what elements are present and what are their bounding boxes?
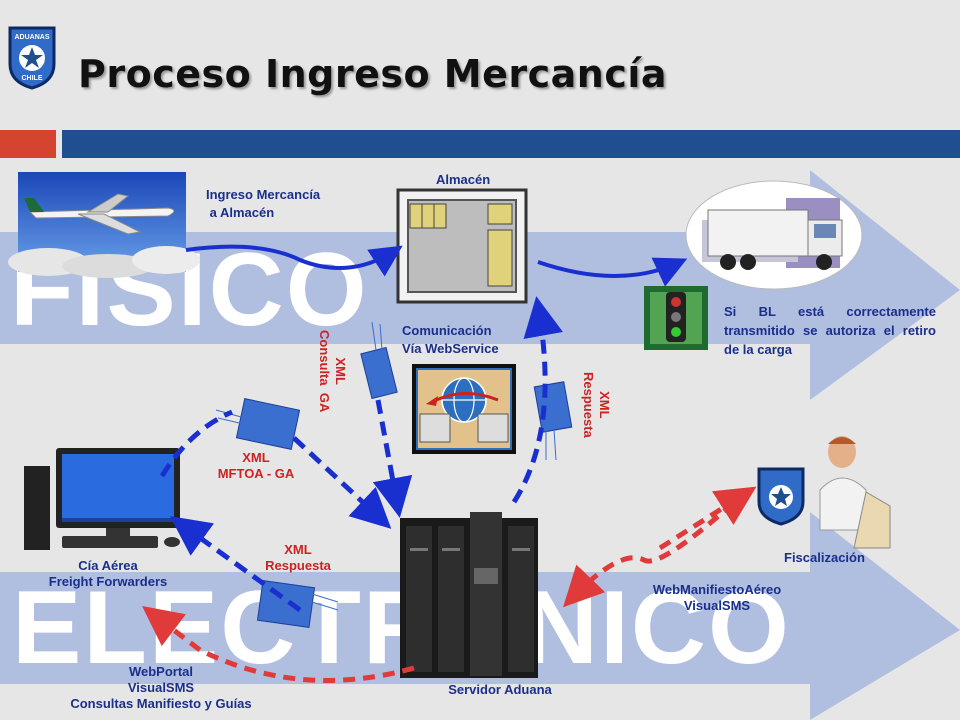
xml-respuesta-right-label: XML Respuesta	[581, 372, 612, 438]
arrow-doc-to-server	[292, 436, 392, 529]
fiscalizacion-label: Fiscalización	[784, 550, 865, 565]
page-title: Proceso Ingreso Mercancía	[78, 52, 668, 96]
electronico-band-arrowhead	[810, 512, 960, 720]
truck-image	[685, 180, 863, 290]
traffic-light-icon	[644, 286, 708, 350]
ingreso-label: Ingreso Mercancía a Almacén	[206, 187, 321, 220]
xml-doc-mftoa-icon	[215, 398, 301, 450]
arrow-plane-to-warehouse	[185, 244, 403, 277]
operator-person-icon	[819, 436, 891, 549]
xml-respuesta-left-label: XML Respuesta	[265, 542, 331, 573]
header-bar-red	[0, 130, 56, 158]
arrow-computer-to-doc	[159, 409, 233, 478]
comunicacion-label: Comunicación Vía WebService	[402, 323, 499, 356]
cia-aerea-label: Cía Aérea Freight Forwarders	[48, 558, 168, 589]
xml-consulta-label: XML Consulta GA	[317, 330, 348, 413]
computer-icon	[24, 448, 180, 550]
arrow-server-to-computer	[169, 516, 302, 613]
svg-text:ADUANAS: ADUANAS	[15, 34, 50, 41]
arrow-fiscalizacion-red-head	[658, 486, 757, 551]
server-rack-icon	[400, 512, 538, 678]
webportal-label: WebPortal VisualSMS Consultas Manifiesto…	[70, 664, 252, 711]
xml-mftoa-label: XML MFTOA - GA	[217, 450, 295, 481]
bl-note: Si BL está correctamente transmitido se …	[724, 304, 936, 357]
webservice-icon	[412, 364, 516, 454]
airplane-image	[8, 172, 200, 278]
xml-doc-consulta-icon	[360, 321, 398, 400]
arrow-warehouse-to-truck	[537, 257, 688, 287]
svg-text:CHILE: CHILE	[22, 75, 43, 82]
aduanas-logo: ADUANAS CHILE	[8, 26, 56, 90]
arrow-webportal-red	[142, 605, 415, 683]
almacen-label: Almacén	[436, 172, 491, 187]
webmanifiesto-label: WebManifiestoAéreo VisualSMS	[652, 582, 782, 613]
header-bar-blue	[62, 130, 960, 158]
warehouse-icon	[396, 188, 528, 304]
arrow-warehouse-to-server-consulta	[372, 399, 413, 518]
arrow-fiscalizacion-red	[563, 488, 750, 608]
arrow-server-to-warehouse-respuesta	[511, 296, 563, 504]
fiscalizacion-logo	[757, 467, 805, 526]
servidor-label: Servidor Aduana	[448, 682, 552, 697]
